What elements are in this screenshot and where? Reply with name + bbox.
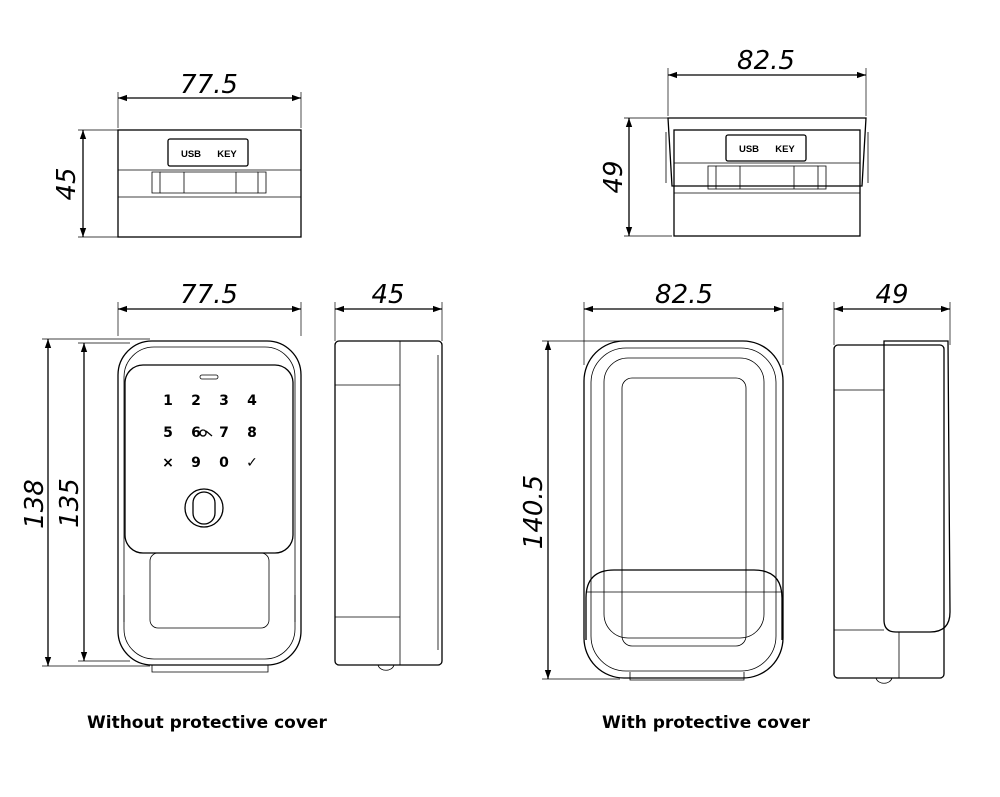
lock-body-front	[117, 340, 302, 666]
front-bare-inner-height-label: 135	[55, 478, 85, 528]
top-covered-width-label: 82.5	[737, 46, 795, 76]
front-view-covered: 82.5 140.5	[519, 280, 784, 681]
usb-label: USB	[739, 144, 759, 155]
top-covered-height-label: 49	[599, 160, 629, 193]
top-view-bare: 77.5 45 USB KEY	[52, 70, 302, 238]
caption-with-cover: With protective cover	[602, 713, 810, 733]
keypad-key: 4	[247, 393, 257, 409]
side-view-bare: 45	[334, 280, 443, 671]
front-covered-width-label: 82.5	[655, 280, 713, 310]
keypad-key: 5	[163, 425, 173, 441]
front-bare-width-label: 77.5	[180, 280, 238, 310]
front-bare-outer-height-label: 138	[20, 479, 50, 529]
keypad-key: ✓	[246, 455, 258, 471]
side-bare-depth-label: 45	[371, 280, 404, 310]
key-icon	[199, 429, 213, 437]
top-bare-height-label: 45	[52, 167, 82, 200]
keypad-key: 6	[191, 425, 201, 441]
port-cover	[167, 138, 249, 167]
keypad: 1 2 3 4 5 6 7 8 × 9 0 ✓	[162, 393, 258, 471]
lock-body-side	[334, 340, 443, 666]
key-label: KEY	[775, 144, 795, 155]
top-view-covered: 82.5 49 USB KEY	[599, 46, 869, 237]
keypad-panel	[124, 364, 294, 554]
key-label: KEY	[217, 149, 237, 160]
front-covered-height-label: 140.5	[519, 475, 549, 549]
keypad-key: 3	[219, 393, 229, 409]
protective-cover-top	[667, 117, 867, 187]
fingerprint-sensor	[184, 488, 224, 528]
caption-without-cover: Without protective cover	[87, 713, 327, 733]
keypad-key: 7	[219, 425, 229, 441]
usb-label: USB	[181, 149, 201, 160]
lock-body-side	[833, 344, 945, 679]
protective-cover-side	[883, 340, 951, 633]
side-covered-depth-label: 49	[875, 280, 908, 310]
keypad-key: 8	[247, 425, 257, 441]
keypad-key: 9	[191, 455, 201, 471]
indicator-light	[199, 374, 219, 380]
cover-bottom-lip	[585, 569, 783, 640]
side-view-covered: 49	[833, 280, 951, 684]
keypad-key: 0	[219, 455, 229, 471]
front-view-bare: 77.5 138 135 1 2 3 4 5 6 7 8 × 9 0 ✓	[20, 280, 302, 673]
lock-body-top	[673, 129, 861, 237]
lock-body-top	[117, 129, 302, 238]
protective-cover-front	[583, 340, 784, 679]
keypad-key: 2	[191, 393, 201, 409]
top-bare-width-label: 77.5	[180, 70, 238, 100]
port-cover	[725, 134, 807, 162]
keypad-key: ×	[162, 455, 174, 471]
keypad-key: 1	[163, 393, 173, 409]
